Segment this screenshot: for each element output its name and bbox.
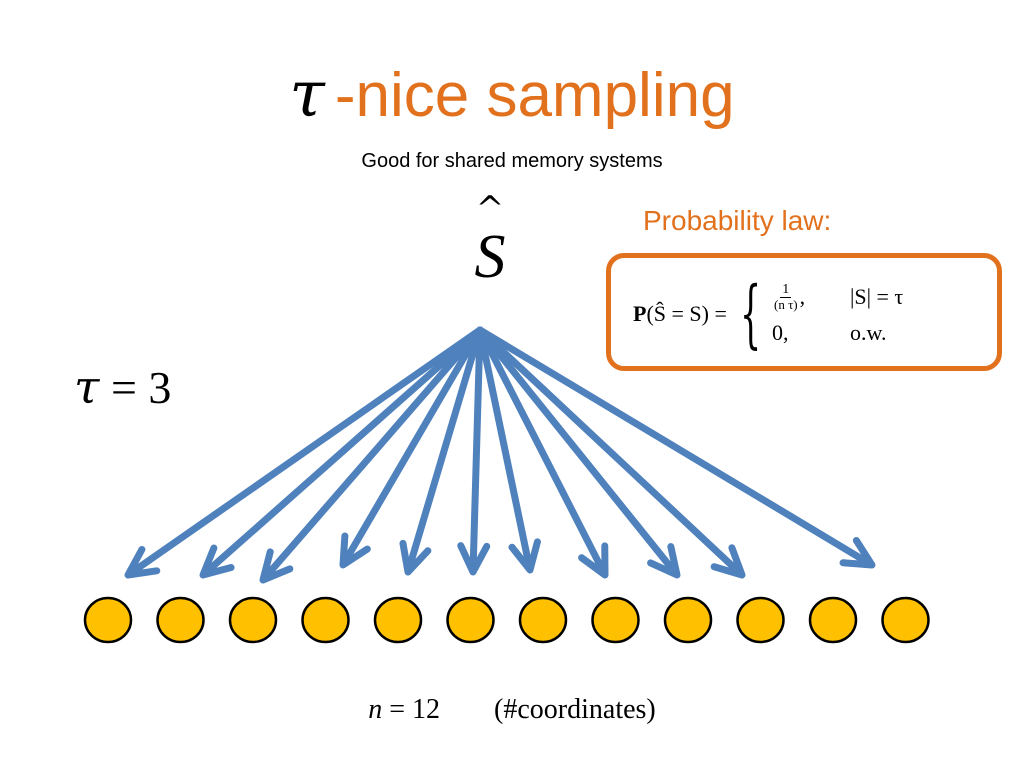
arrow-7 (476, 326, 541, 574)
coordinate-node-9 (663, 596, 713, 644)
arrow-4 (339, 326, 484, 569)
tau-variable: τ (74, 360, 100, 414)
slide-title: τ-nice sampling (0, 58, 1024, 132)
case-2-condition: o.w. (849, 319, 887, 345)
coordinate-node-7 (518, 596, 568, 644)
case-2-value: 0, (771, 319, 789, 345)
n-coordinates-label: n = 12 (#coordinates) (0, 694, 1024, 726)
arrow-3 (259, 326, 484, 584)
arrow-1 (124, 326, 484, 579)
probability-formula: P(Ŝ = S) = { 1 (n τ) , |S| = τ 0, o.w. (633, 272, 903, 356)
probability-law-label: Probability law: (643, 205, 832, 236)
arrow-2 (199, 326, 484, 579)
sampling-symbol-letter: S (474, 223, 506, 291)
tau-equation: τ = 3 (74, 360, 171, 414)
arrow-5 (399, 326, 484, 576)
case-1-value: 1 (n τ) , (772, 281, 806, 312)
coordinates-note: (#coordinates) (494, 694, 656, 725)
formula-case-2: 0, o.w. (772, 320, 903, 346)
case-1-numerator: 1 (780, 281, 792, 298)
n-value: = 12 (382, 694, 441, 725)
tau-value: = 3 (110, 362, 172, 413)
arrow-11 (476, 326, 876, 569)
arrow-8 (476, 326, 609, 579)
case-1-fraction: 1 (n τ) (772, 281, 800, 312)
n-variable: n (368, 694, 383, 725)
formula-P: P (633, 301, 647, 326)
case-1-condition: |S| = τ (849, 284, 904, 309)
title-text: -nice sampling (334, 61, 735, 130)
coordinate-node-11 (808, 596, 858, 644)
slide-subtitle: Good for shared memory systems (361, 150, 663, 172)
formula-lhs-rest: (Ŝ = S) = (646, 301, 727, 326)
coordinate-node-8 (591, 596, 640, 644)
formula-cases: 1 (n τ) , |S| = τ 0, o.w. (772, 281, 904, 346)
coordinate-node-10 (736, 596, 785, 644)
coordinate-node-12 (881, 596, 930, 644)
formula-case-1: 1 (n τ) , |S| = τ (772, 281, 904, 312)
coordinate-node-3 (228, 596, 278, 644)
coordinate-node-6 (446, 596, 495, 644)
arrow-6 (457, 326, 491, 576)
coordinate-node-1 (83, 596, 133, 644)
title-tau-symbol: τ (289, 58, 325, 132)
cases-brace: { (739, 271, 762, 357)
probability-law-box: P(Ŝ = S) = { 1 (n τ) , |S| = τ 0, o.w. (606, 253, 1002, 371)
arrow-10 (476, 326, 746, 579)
coordinate-node-2 (156, 596, 205, 644)
coordinate-node-4 (301, 596, 350, 644)
formula-lhs: P(Ŝ = S) = (633, 301, 727, 327)
coordinate-node-5 (373, 596, 423, 644)
arrow-9 (476, 326, 681, 579)
case-1-denominator: (n τ) (773, 296, 798, 312)
